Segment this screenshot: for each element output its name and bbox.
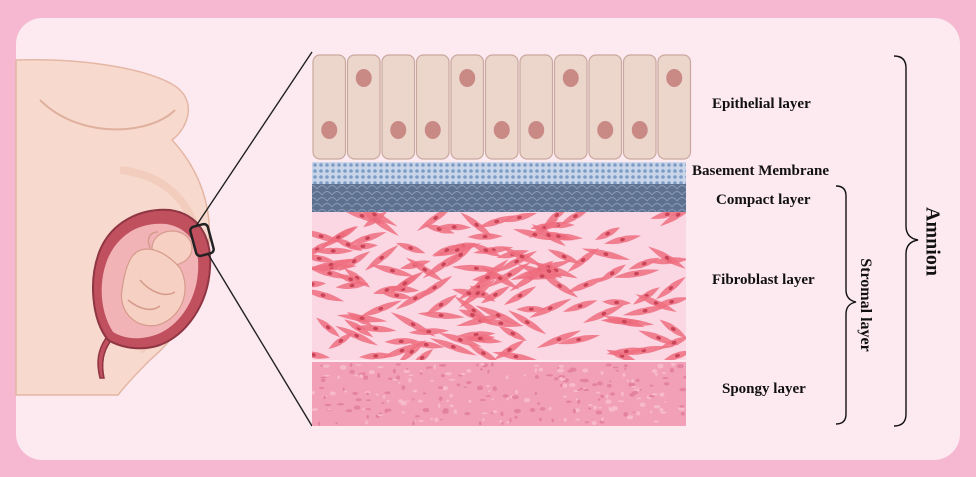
label-stromal-layer: Stromal layer (857, 258, 874, 352)
label-compact-layer: Compact layer (716, 192, 811, 208)
basement-membrane-graphic (312, 162, 686, 184)
cell-nucleus (562, 69, 579, 87)
cell-nucleus (493, 121, 510, 139)
label-fibroblast-layer: Fibroblast layer (712, 272, 815, 288)
compact-layer-graphic (312, 184, 686, 213)
epithelial-cell (346, 54, 381, 160)
epithelial-cell (312, 54, 347, 160)
zoom-line-bottom (207, 253, 313, 427)
cell-nucleus (390, 121, 407, 139)
epithelial-cell (553, 54, 588, 160)
cell-nucleus (528, 121, 545, 139)
epithelial-cell (415, 54, 450, 160)
fibroblast-layer-graphic (312, 212, 686, 360)
label-spongy-layer: Spongy layer (722, 381, 806, 397)
epithelial-cell (450, 54, 485, 160)
cell-nucleus (631, 121, 648, 139)
stromal-bracket (835, 185, 857, 425)
zoom-region-marker (189, 222, 215, 258)
epithelial-cell (657, 54, 692, 160)
cell-nucleus (459, 69, 476, 87)
epithelial-cell (484, 54, 519, 160)
cell-nucleus (321, 121, 338, 139)
cell-nucleus (424, 121, 441, 139)
epithelial-cell (519, 54, 554, 160)
zoom-line-top (195, 51, 313, 227)
breast-outline (39, 99, 176, 131)
uterus (92, 208, 212, 379)
epithelial-cell (381, 54, 416, 160)
label-basement-membrane: Basement Membrane (692, 163, 830, 179)
epithelial-layer-graphic (312, 54, 692, 160)
label-amnion: Amnion (921, 207, 944, 276)
cell-nucleus (666, 69, 683, 87)
pregnant-body-illustration (15, 59, 215, 396)
fetus (120, 230, 193, 327)
spongy-layer-graphic (312, 362, 686, 426)
label-epithelial-layer: Epithelial layer (712, 96, 811, 112)
cell-nucleus (355, 69, 372, 87)
cell-nucleus (597, 121, 614, 139)
epithelial-cell (588, 54, 623, 160)
amnion-bracket (893, 55, 919, 427)
epithelial-cell (622, 54, 657, 160)
